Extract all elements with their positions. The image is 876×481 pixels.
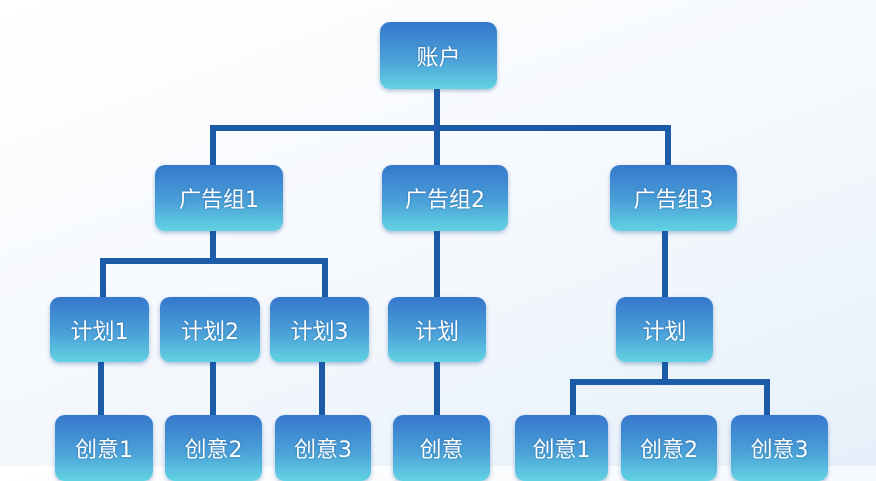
node-creative-group3-1: 创意1 <box>515 415 608 481</box>
node-creative-2: 创意2 <box>165 415 262 481</box>
connector <box>434 361 440 416</box>
connector <box>434 230 440 298</box>
node-creative-1: 创意1 <box>55 415 153 481</box>
node-plan-3: 计划3 <box>270 297 369 362</box>
connector <box>570 379 576 416</box>
node-plan-2: 计划2 <box>160 297 260 362</box>
node-ad-group-1: 广告组1 <box>155 165 283 231</box>
node-creative-group2: 创意 <box>393 415 490 481</box>
connector <box>570 379 770 385</box>
connector <box>322 258 328 298</box>
connector <box>100 258 106 298</box>
connector <box>662 230 668 298</box>
node-creative-group3-2: 创意2 <box>621 415 717 481</box>
connector <box>665 125 671 166</box>
connector <box>210 125 216 166</box>
connector <box>210 230 216 262</box>
node-account: 账户 <box>380 22 497 89</box>
connector <box>764 379 770 416</box>
node-plan-1: 计划1 <box>50 297 149 362</box>
connector <box>210 361 216 416</box>
node-plan-group2: 计划 <box>388 297 486 362</box>
node-plan-group3: 计划 <box>616 297 713 362</box>
connector <box>319 361 325 416</box>
node-ad-group-2: 广告组2 <box>382 165 508 231</box>
connector <box>98 361 104 416</box>
node-creative-3: 创意3 <box>275 415 371 481</box>
connector <box>662 361 668 385</box>
node-creative-group3-3: 创意3 <box>731 415 828 481</box>
node-ad-group-3: 广告组3 <box>610 165 737 231</box>
connector <box>210 125 671 131</box>
connector <box>100 258 328 264</box>
